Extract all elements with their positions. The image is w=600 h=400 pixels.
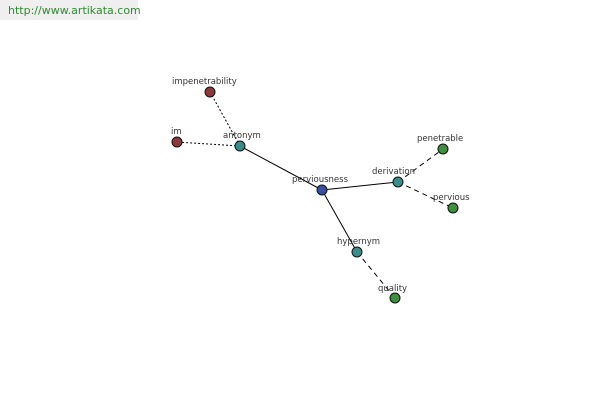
site-link[interactable]: http://www.artikata.com xyxy=(8,4,141,17)
node-im[interactable] xyxy=(171,136,183,148)
edge-perviousness-hypernym xyxy=(321,189,358,253)
node-label-derivation: derivation xyxy=(372,167,415,177)
node-label-penetrable: penetrable xyxy=(417,134,463,144)
labels-layer: perviousnessantonymderivationhypernymimp… xyxy=(171,77,470,294)
edges-layer xyxy=(176,91,454,299)
edge-derivation-penetrable xyxy=(397,148,444,183)
edge-antonym-im xyxy=(176,141,241,147)
node-label-pervious: pervious xyxy=(433,193,470,203)
node-label-quality: quality xyxy=(378,284,407,294)
node-label-perviousness: perviousness xyxy=(292,175,349,185)
node-quality[interactable] xyxy=(389,292,401,304)
node-hypernym[interactable] xyxy=(351,246,363,258)
node-label-impenetrability: impenetrability xyxy=(172,77,237,87)
node-derivation[interactable] xyxy=(392,176,404,188)
node-label-hypernym: hypernym xyxy=(337,237,380,247)
node-impenetrability[interactable] xyxy=(204,86,216,98)
node-penetrable[interactable] xyxy=(437,143,449,155)
edge-perviousness-derivation xyxy=(321,181,399,191)
edge-hypernym-quality xyxy=(356,251,396,299)
edge-perviousness-antonym xyxy=(239,145,323,191)
nodes-layer xyxy=(171,86,459,304)
node-label-antonym: antonym xyxy=(223,131,261,141)
edge-derivation-pervious xyxy=(397,181,454,209)
site-badge: http://www.artikata.com xyxy=(0,0,141,20)
node-pervious[interactable] xyxy=(447,202,459,214)
node-perviousness[interactable] xyxy=(316,184,328,196)
node-label-im: im xyxy=(171,127,182,137)
node-antonym[interactable] xyxy=(234,140,246,152)
